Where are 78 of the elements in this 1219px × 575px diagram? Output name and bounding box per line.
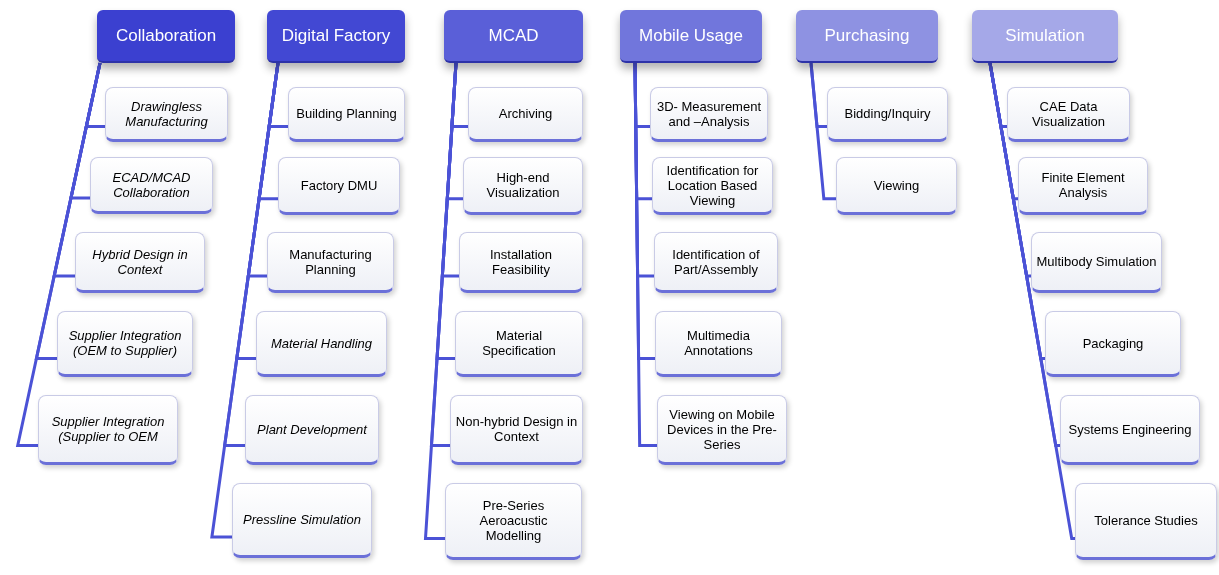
header-label: Simulation	[1005, 24, 1085, 47]
topic-box	[1031, 232, 1162, 293]
topic-label: Viewing on Mobile Devices in the Pre-Series	[666, 406, 778, 452]
topic-box	[267, 232, 394, 293]
topic-box	[445, 483, 582, 560]
topic-label: Bidding/Inquiry	[844, 106, 931, 121]
topic-label: Drawingless Manufacturing	[124, 98, 209, 129]
connector-line	[809, 62, 836, 201]
topic-label: CAE Data Visualization	[1031, 98, 1106, 129]
topic-label: Archiving	[498, 106, 553, 121]
topic-label: Supplier Integration (Supplier to OEM	[50, 414, 166, 444]
topic-label: Finite Element Analysis	[1040, 170, 1126, 200]
category-header	[267, 10, 405, 63]
topic-box	[455, 311, 583, 377]
topic-label: Supplier Integration (OEM to Supplier)	[67, 328, 183, 358]
topic-label: High-end Visualization	[485, 170, 561, 200]
topic-label: Building Planning	[296, 106, 397, 121]
topic-label: Plant Development	[257, 421, 367, 437]
topic-box	[256, 311, 387, 377]
connector-line	[988, 62, 1076, 540]
topic-label: Installation Feasibility	[488, 246, 554, 277]
topic-box	[468, 87, 583, 142]
topic-box	[278, 157, 400, 215]
topic-label: Systems Engineering	[1068, 421, 1192, 437]
topic-box	[650, 87, 768, 142]
category-header	[620, 10, 762, 63]
header-label: Collaboration	[115, 24, 217, 47]
topic-label: Manufacturing Planning	[288, 246, 373, 277]
topic-box	[90, 157, 213, 214]
topic-label: Hybrid Design in Context	[91, 246, 189, 277]
topic-box	[1060, 395, 1200, 465]
topic-label: ECAD/MCAD Collaboration	[111, 169, 192, 200]
connector-line	[423, 62, 458, 540]
topic-label: Pressline Simulation	[243, 512, 361, 527]
connector-line	[15, 62, 102, 447]
topic-box	[450, 395, 583, 465]
topic-label: 3D- Measurement and –Analysis	[655, 98, 762, 129]
topic-box	[1045, 311, 1181, 377]
topic-box	[1075, 483, 1217, 560]
topic-label: Identification for Location Based Viewing	[665, 162, 760, 208]
header-label: Digital Factory	[281, 24, 391, 47]
topic-box	[459, 232, 583, 293]
topic-box	[655, 311, 782, 377]
topic-label: Factory DMU	[300, 177, 378, 193]
topic-label: Packaging	[1082, 335, 1144, 351]
topic-box	[1018, 157, 1148, 215]
topic-label: Material Specification	[481, 328, 557, 358]
category-header	[796, 10, 938, 63]
header-label: Purchasing	[824, 24, 910, 47]
topic-box	[105, 87, 228, 142]
topic-box	[836, 157, 957, 215]
topic-label: Material Handling	[270, 335, 373, 351]
topic-box	[57, 311, 193, 377]
topic-label: Identification of Part/Assembly	[671, 246, 761, 277]
topic-label: Viewing	[873, 177, 920, 193]
topic-label: Multibody Simulation	[1036, 254, 1157, 269]
topic-label: Pre-Series Aeroacustic Modelling	[478, 498, 549, 543]
header-label: MCAD	[488, 24, 539, 47]
topic-box	[245, 395, 379, 465]
topic-box	[38, 395, 178, 465]
category-header	[444, 10, 583, 63]
topic-label: Non-hybrid Design in Context	[455, 414, 578, 444]
topic-box	[288, 87, 405, 142]
topic-box	[654, 232, 778, 293]
topic-box	[232, 483, 372, 558]
topic-box	[657, 395, 787, 465]
connector-line	[633, 63, 657, 447]
topic-box	[463, 157, 583, 215]
category-header	[97, 10, 235, 63]
topic-box	[652, 157, 773, 215]
topic-box	[1007, 87, 1130, 142]
topic-label: Tolerance Studies	[1094, 513, 1198, 528]
topic-box	[827, 87, 948, 142]
category-header	[972, 10, 1118, 63]
connector-line	[210, 62, 280, 539]
topic-label: Multimedia Annotations	[683, 328, 754, 358]
header-label: Mobile Usage	[639, 24, 743, 47]
topic-box	[75, 232, 205, 293]
